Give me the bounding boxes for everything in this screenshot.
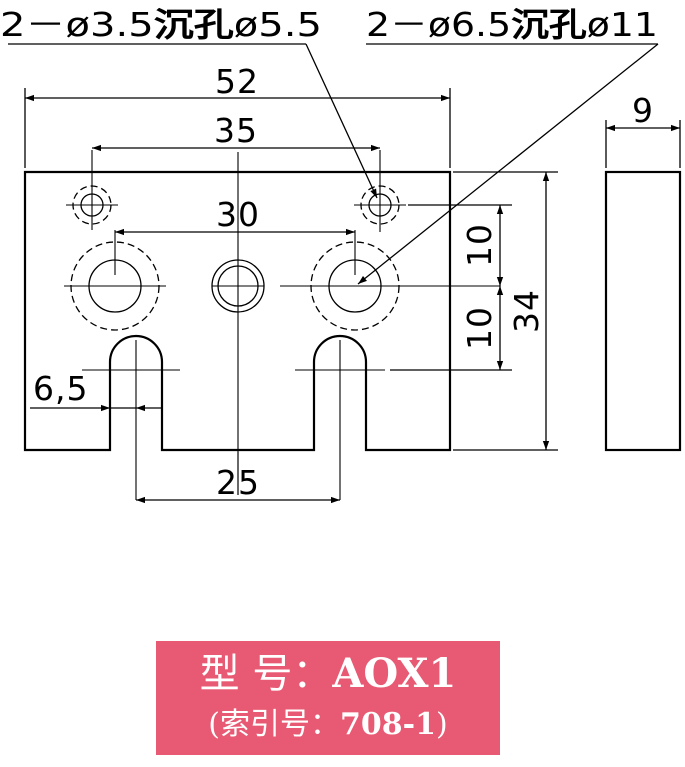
index-value: 708-1 bbox=[340, 707, 436, 742]
dim-text-34: 34 bbox=[507, 289, 546, 333]
dim-text-25: 25 bbox=[216, 463, 260, 502]
index-line: (索引号：708-1) bbox=[156, 703, 500, 747]
dim-text-30: 30 bbox=[216, 195, 260, 234]
large-counterbore-hole-left bbox=[64, 241, 166, 331]
model-label: 型 号：AOX1 (索引号：708-1) bbox=[156, 641, 500, 755]
dim-text-52: 52 bbox=[215, 62, 259, 101]
front-view-outline bbox=[23, 170, 452, 452]
small-counterbore-hole-left bbox=[66, 180, 118, 230]
index-prefix: (索引号： bbox=[208, 707, 341, 742]
side-view-outline bbox=[604, 170, 682, 452]
model-value: AOX1 bbox=[332, 650, 457, 697]
model-line: 型 号：AOX1 bbox=[156, 649, 500, 699]
index-suffix: ) bbox=[435, 707, 448, 742]
dim-text-10-upper: 10 bbox=[460, 223, 499, 267]
dim-text-35: 35 bbox=[214, 111, 258, 150]
dim-text-6-5: 6,5 bbox=[33, 369, 88, 408]
dim-text-10-lower: 10 bbox=[460, 306, 499, 350]
model-prefix: 型 号： bbox=[199, 651, 333, 697]
dim-text-9: 9 bbox=[632, 91, 654, 130]
